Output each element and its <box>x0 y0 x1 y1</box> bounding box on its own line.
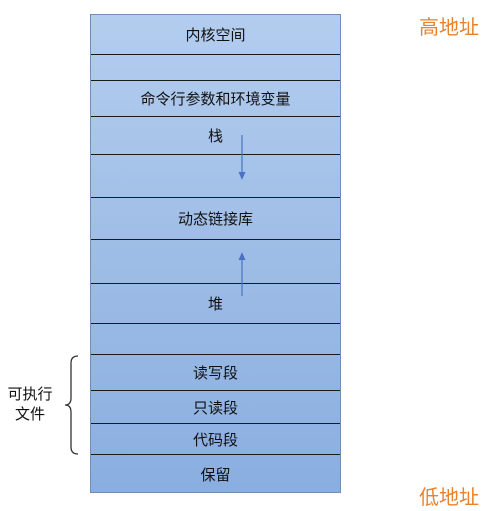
segment-label: 内核空间 <box>185 26 246 44</box>
segment-label: 栈 <box>207 127 223 145</box>
brace-icon <box>64 355 79 455</box>
executable-file-label-line1: 可执行 <box>7 385 53 403</box>
segment-read-write: 读写段 <box>91 354 340 390</box>
segment-gap <box>91 54 340 80</box>
segment-heap: 堆 <box>91 283 340 323</box>
segment-reserved: 保留 <box>91 454 340 494</box>
segment-label: 保留 <box>200 466 231 484</box>
low-address-label: 低地址 <box>419 485 479 509</box>
segment-label: 命令行参数和环境变量 <box>140 90 291 108</box>
segment-label: 只读段 <box>192 398 238 417</box>
segment-label: 动态链接库 <box>177 210 253 228</box>
segment-label: 读写段 <box>192 364 238 382</box>
segment-read-only: 只读段 <box>91 390 340 423</box>
segment-gap <box>91 323 340 354</box>
stack-growth-down-arrow-icon <box>238 135 246 180</box>
segment-heap-growth-area <box>91 239 340 283</box>
heap-growth-up-arrow-icon <box>238 252 246 296</box>
segment-stack-growth-area <box>91 154 340 197</box>
high-address-label: 高地址 <box>419 15 479 39</box>
segment-code: 代码段 <box>91 423 340 454</box>
executable-file-group: 可执行 文件 <box>0 355 90 455</box>
segment-label: 堆 <box>207 295 223 313</box>
segment-stack: 栈 <box>91 116 340 154</box>
segment-args-env: 命令行参数和环境变量 <box>91 80 340 116</box>
segment-label: 代码段 <box>192 430 238 449</box>
segment-shared-libs: 动态链接库 <box>91 197 340 239</box>
segment-kernel-space: 内核空间 <box>91 15 340 54</box>
memory-segment-stack: 内核空间 命令行参数和环境变量 栈 动态链接库 堆 读写段 只读段 <box>90 14 341 493</box>
executable-file-label-line2: 文件 <box>14 405 45 423</box>
